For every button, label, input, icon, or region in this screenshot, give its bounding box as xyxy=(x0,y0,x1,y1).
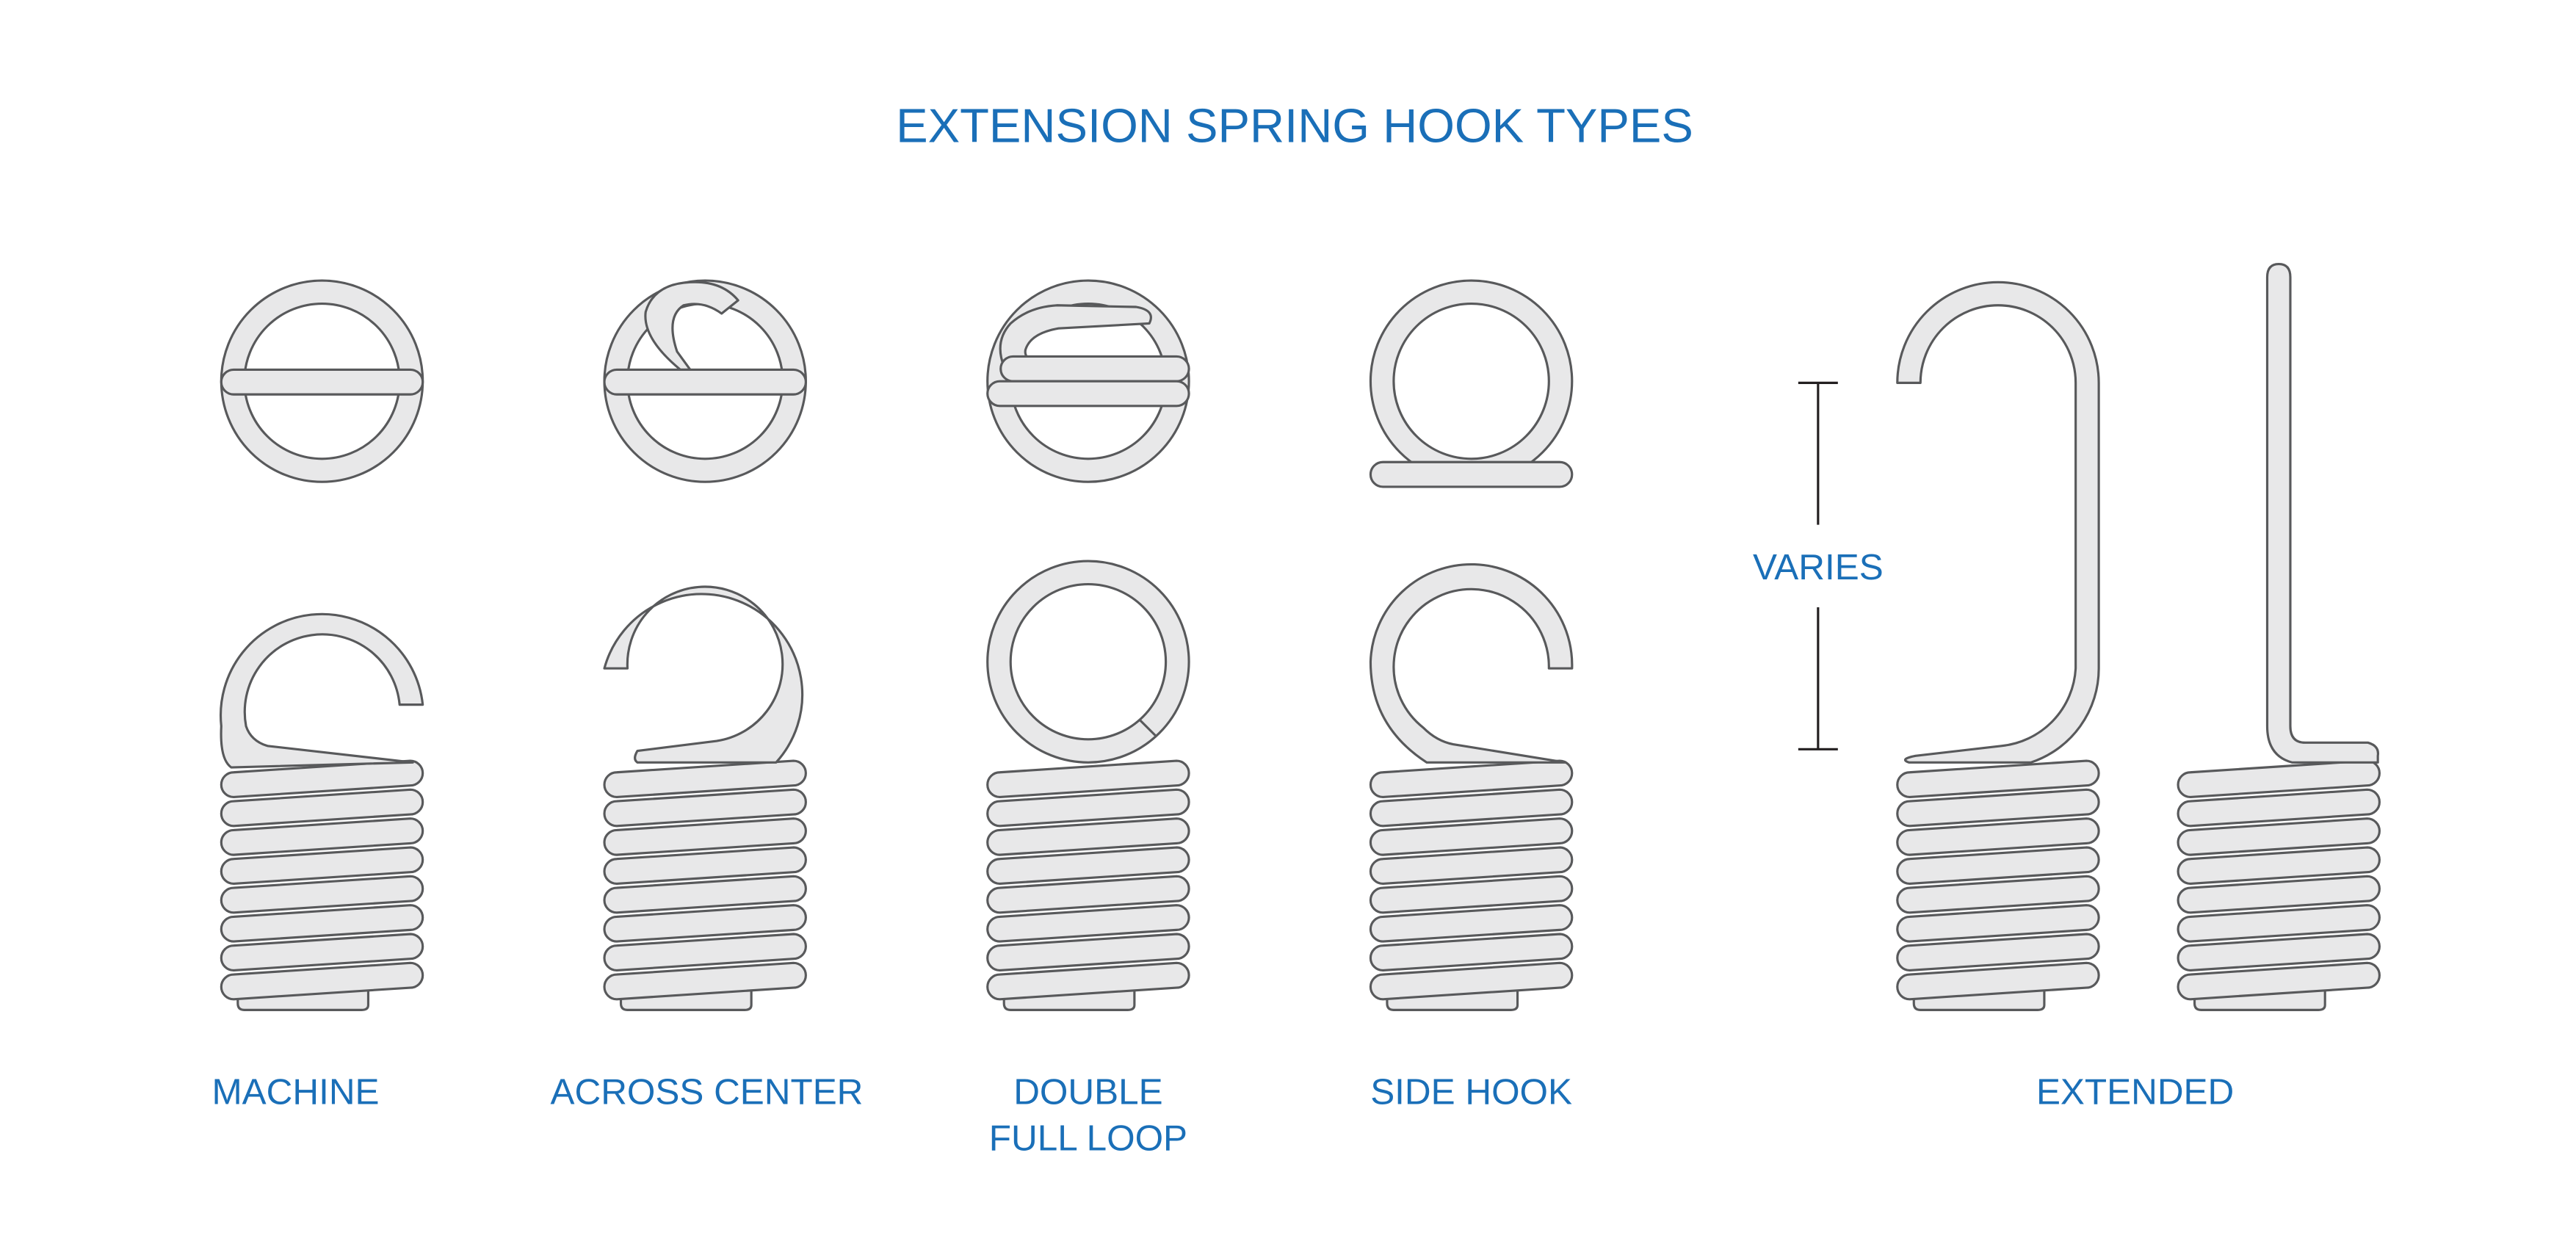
coil-turn xyxy=(603,846,807,886)
across-center-hook xyxy=(603,585,804,764)
coil-turn xyxy=(1369,817,1574,856)
coil-turn xyxy=(1369,759,1574,799)
coil-turn xyxy=(2177,846,2381,886)
coil-turn xyxy=(1896,904,2100,943)
coil-turn xyxy=(220,846,424,886)
side-hook-side-view xyxy=(1369,759,1574,1011)
coil-turn xyxy=(2177,961,2381,1001)
coil-turn xyxy=(220,788,424,828)
coil-turn xyxy=(1896,961,2100,1001)
extended-long-hook xyxy=(1896,281,2100,764)
coil-turn xyxy=(986,817,1190,856)
label-across-center: ACROSS CENTER xyxy=(550,1071,863,1112)
extended-hook-spring xyxy=(1896,759,2100,1011)
coil-turn xyxy=(1896,788,2100,828)
coil-turn xyxy=(603,875,807,914)
double-full-loop-end-view xyxy=(986,279,1190,483)
side-hook-end-view xyxy=(1369,279,1574,488)
diagram-title: EXTENSION SPRING HOOK TYPES xyxy=(896,98,1693,152)
coil-turn xyxy=(1369,904,1574,943)
coil-turn xyxy=(2177,817,2381,856)
coil-turn xyxy=(1896,817,2100,856)
label-extended: EXTENDED xyxy=(2036,1071,2234,1112)
coil-turn xyxy=(220,961,424,1001)
double-full-loop-side-view xyxy=(986,759,1190,1011)
machine-end-view xyxy=(220,279,424,483)
coil-turn xyxy=(603,788,807,828)
coil-turn xyxy=(220,759,424,799)
coil-turn xyxy=(2177,759,2381,799)
coil-turn xyxy=(986,846,1190,886)
coil-turn xyxy=(1369,875,1574,914)
double-full-loop-hook xyxy=(986,560,1190,764)
coil-turn xyxy=(220,875,424,914)
label-double-full-loop-line2: FULL LOOP xyxy=(989,1118,1187,1158)
coil-turn xyxy=(2177,875,2381,914)
coil-turn xyxy=(603,961,807,1001)
side-hook-hook xyxy=(1369,562,1574,764)
coil-turn xyxy=(603,904,807,943)
coil-turn xyxy=(220,904,424,943)
coil-turn xyxy=(2177,788,2381,828)
coil-turn xyxy=(2177,933,2381,972)
coil-turn xyxy=(986,904,1190,943)
coil-turn xyxy=(986,961,1190,1001)
label-side-hook: SIDE HOOK xyxy=(1370,1071,1572,1112)
coil-turn xyxy=(603,759,807,799)
coil-turn xyxy=(986,788,1190,828)
coil-turn xyxy=(1896,933,2100,972)
extended-straight-leg xyxy=(2265,263,2380,764)
coil-turn xyxy=(220,933,424,972)
coil-turn xyxy=(986,875,1190,914)
across-center-side-view xyxy=(603,759,807,1011)
coil-turn xyxy=(1369,788,1574,828)
coil-turn xyxy=(1369,961,1574,1001)
coil-turn xyxy=(220,817,424,856)
dimension-marker xyxy=(1798,381,1838,750)
coil-turn xyxy=(1896,875,2100,914)
coil-turn xyxy=(1896,759,2100,799)
coil-turn xyxy=(1369,933,1574,972)
coil-turn xyxy=(2177,904,2381,943)
machine-hook xyxy=(220,612,424,769)
dimension-label: VARIES xyxy=(1753,547,1884,587)
across-center-end-view xyxy=(603,279,807,483)
coil-turn xyxy=(1369,846,1574,886)
coil-turn xyxy=(603,933,807,972)
machine-side-view xyxy=(220,759,424,1011)
coil-turn xyxy=(603,817,807,856)
extended-straight-spring xyxy=(2177,759,2381,1011)
coil-turn xyxy=(986,759,1190,799)
coil-turn xyxy=(1896,846,2100,886)
coil-turn xyxy=(986,933,1190,972)
label-machine: MACHINE xyxy=(211,1071,379,1112)
label-double-full-loop-line1: DOUBLE xyxy=(1013,1071,1162,1112)
